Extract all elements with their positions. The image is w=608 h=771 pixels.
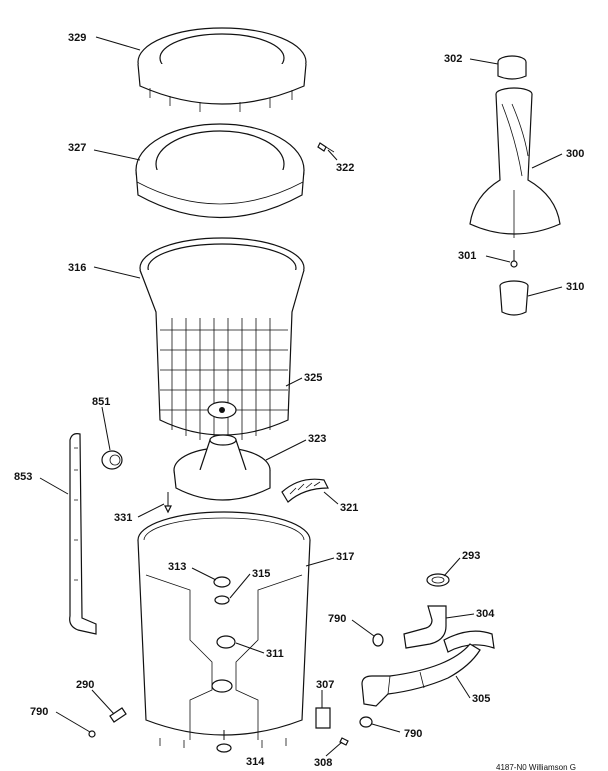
callout-315: 315 <box>252 568 270 580</box>
part-hub-323 <box>173 434 271 501</box>
callout-311: 311 <box>266 648 284 660</box>
callout-293: 293 <box>462 550 480 562</box>
part-tub-cover <box>135 123 305 219</box>
callout-307: 307 <box>316 679 334 691</box>
part-hose-853 <box>69 433 97 635</box>
part-screw-331 <box>164 492 172 514</box>
callout-325: 325 <box>304 372 322 384</box>
part-screw-308 <box>339 737 349 746</box>
callout-290: 290 <box>76 679 94 691</box>
part-wash-basket <box>139 237 305 442</box>
callout-308: 308 <box>314 757 332 769</box>
part-clamp-790-a <box>372 633 384 647</box>
callout-322: 322 <box>336 162 354 174</box>
part-hose-304 <box>403 605 495 653</box>
callout-317: 317 <box>336 551 354 563</box>
callout-310: 310 <box>566 281 584 293</box>
callout-329: 329 <box>68 32 86 44</box>
callout-labels: 329 327 322 316 325 323 321 851 853 331 … <box>14 32 584 769</box>
callout-304: 304 <box>476 608 495 620</box>
leader-lines <box>39 36 563 757</box>
callout-853: 853 <box>14 471 32 483</box>
callout-790-b: 790 <box>404 728 422 740</box>
part-screw-301 <box>510 250 518 268</box>
callout-313: 313 <box>168 561 186 573</box>
callout-300: 300 <box>566 148 584 160</box>
callout-323: 323 <box>308 433 326 445</box>
part-outer-tub <box>137 511 311 748</box>
callout-851: 851 <box>92 396 110 408</box>
part-clamp-790-b <box>359 716 373 728</box>
footer-code: 4187-N0 Williamson G <box>496 763 576 771</box>
callout-316: 316 <box>68 262 86 274</box>
part-washer-314 <box>216 743 232 753</box>
callout-327: 327 <box>68 142 86 154</box>
part-nut-851 <box>101 450 123 470</box>
part-clamp-293 <box>426 573 450 587</box>
callout-321: 321 <box>340 502 358 514</box>
part-agitator-cap <box>497 55 527 80</box>
callout-331: 331 <box>114 512 132 524</box>
part-bracket-307 <box>315 707 331 729</box>
part-coupling-310 <box>499 280 529 316</box>
part-balance-ring <box>137 27 307 112</box>
callout-790-a: 790 <box>328 613 346 625</box>
part-screw-322 <box>317 142 335 153</box>
part-drain-hose-305 <box>361 643 481 707</box>
callout-790-c: 790 <box>30 706 48 718</box>
callout-305: 305 <box>472 693 490 705</box>
part-filter-321 <box>281 478 329 503</box>
part-agitator <box>469 87 561 238</box>
part-clip-790-c <box>88 730 96 738</box>
callout-301: 301 <box>458 250 476 262</box>
part-pin-290 <box>109 707 127 723</box>
callout-302: 302 <box>444 53 462 65</box>
callout-314: 314 <box>246 756 265 768</box>
